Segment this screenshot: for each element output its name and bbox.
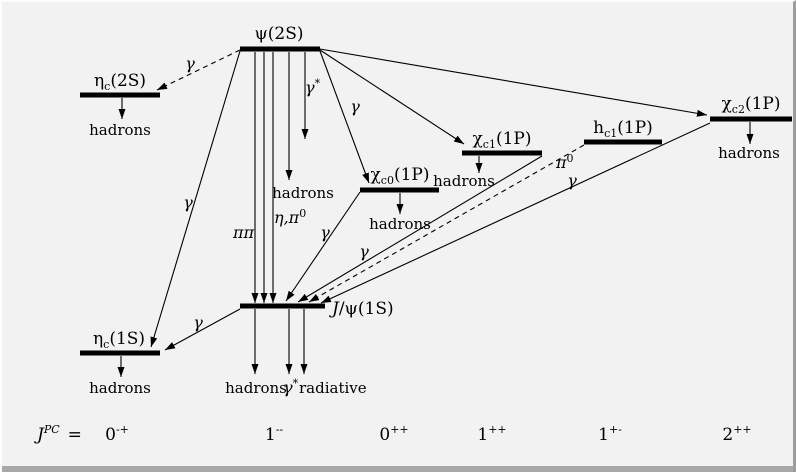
level-jpsi-label: J/ψ(1S) xyxy=(329,299,394,319)
gamma-label-chic1-jpsi: γ xyxy=(359,242,369,261)
gamma-label-jpsi-etac1s: γ xyxy=(193,313,203,332)
level-chic2-label: χc2(1P) xyxy=(721,94,780,116)
hc1-jpsi-pi0-dashed xyxy=(308,144,585,303)
pi0-label-hc1-jpsi: π0 xyxy=(555,152,574,172)
jpsi-etac1s-gamma-line xyxy=(164,308,241,351)
psi2s-chic1-gamma-line xyxy=(319,49,465,145)
chic1-hadrons-label: hadrons xyxy=(433,172,495,190)
gammastar-label-psi2s: γ* xyxy=(305,77,321,97)
jpc-value-chic1: 1++ xyxy=(477,423,506,445)
pipi-label: ππ xyxy=(232,223,255,242)
level-chic1-label: χc1(1P) xyxy=(472,129,531,151)
jpsi-hadrons-label: hadrons xyxy=(225,379,287,397)
psi2s-etac1s-gamma-line xyxy=(150,50,241,348)
jpsi-gammastar-label: γ* xyxy=(283,377,299,397)
psi2s-etac2s-gamma-dashed xyxy=(156,49,241,91)
level-psi2s-label: ψ(2S) xyxy=(254,24,303,44)
gamma-label-psi2s-chic0: γ xyxy=(350,97,360,116)
window-bottom-bar xyxy=(2,466,793,472)
jpc-prefix: JPC= xyxy=(34,423,82,445)
psi2s-hadrons-label: hadrons xyxy=(272,184,334,202)
level-chic0-label: χc0(1P) xyxy=(370,165,429,187)
jpc-value-hc1: 1+- xyxy=(598,423,622,445)
jpsi-radiative-label: radiative xyxy=(299,379,367,397)
chic2-jpsi-gamma-line xyxy=(320,122,711,304)
level-etac2s-label: ηc(2S) xyxy=(94,71,146,93)
level-etac1s-label: ηc(1S) xyxy=(93,329,145,351)
chic0-jpsi-gamma-line xyxy=(285,191,361,302)
gamma-label-psi2s-etac1s: γ xyxy=(183,193,193,212)
chic1-jpsi-gamma-line xyxy=(297,155,543,303)
etapi0-label: η,π0 xyxy=(274,207,306,227)
gamma-label-psi2s-etac2s: γ xyxy=(185,54,195,73)
psi2s-chic0-gamma-line xyxy=(319,50,370,184)
jpc-value-chic0: 0++ xyxy=(379,423,408,445)
gamma-label-chic0-jpsi: γ xyxy=(320,223,330,242)
jpc-value-psi: 1-- xyxy=(265,423,284,445)
etac2s-hadrons-label: hadrons xyxy=(89,121,151,139)
gamma-label-chic2-jpsi: γ xyxy=(567,171,577,190)
chic2-hadrons-label: hadrons xyxy=(718,144,780,162)
jpc-value-etac: 0-+ xyxy=(105,423,129,445)
etac1s-hadrons-label: hadrons xyxy=(89,379,151,397)
jpc-value-chic2: 2++ xyxy=(722,423,751,445)
chic0-hadrons-label: hadrons xyxy=(369,215,431,233)
psi2s-chic2-gamma-line xyxy=(319,48,708,117)
level-hc1-label: hc1(1P) xyxy=(593,118,653,140)
